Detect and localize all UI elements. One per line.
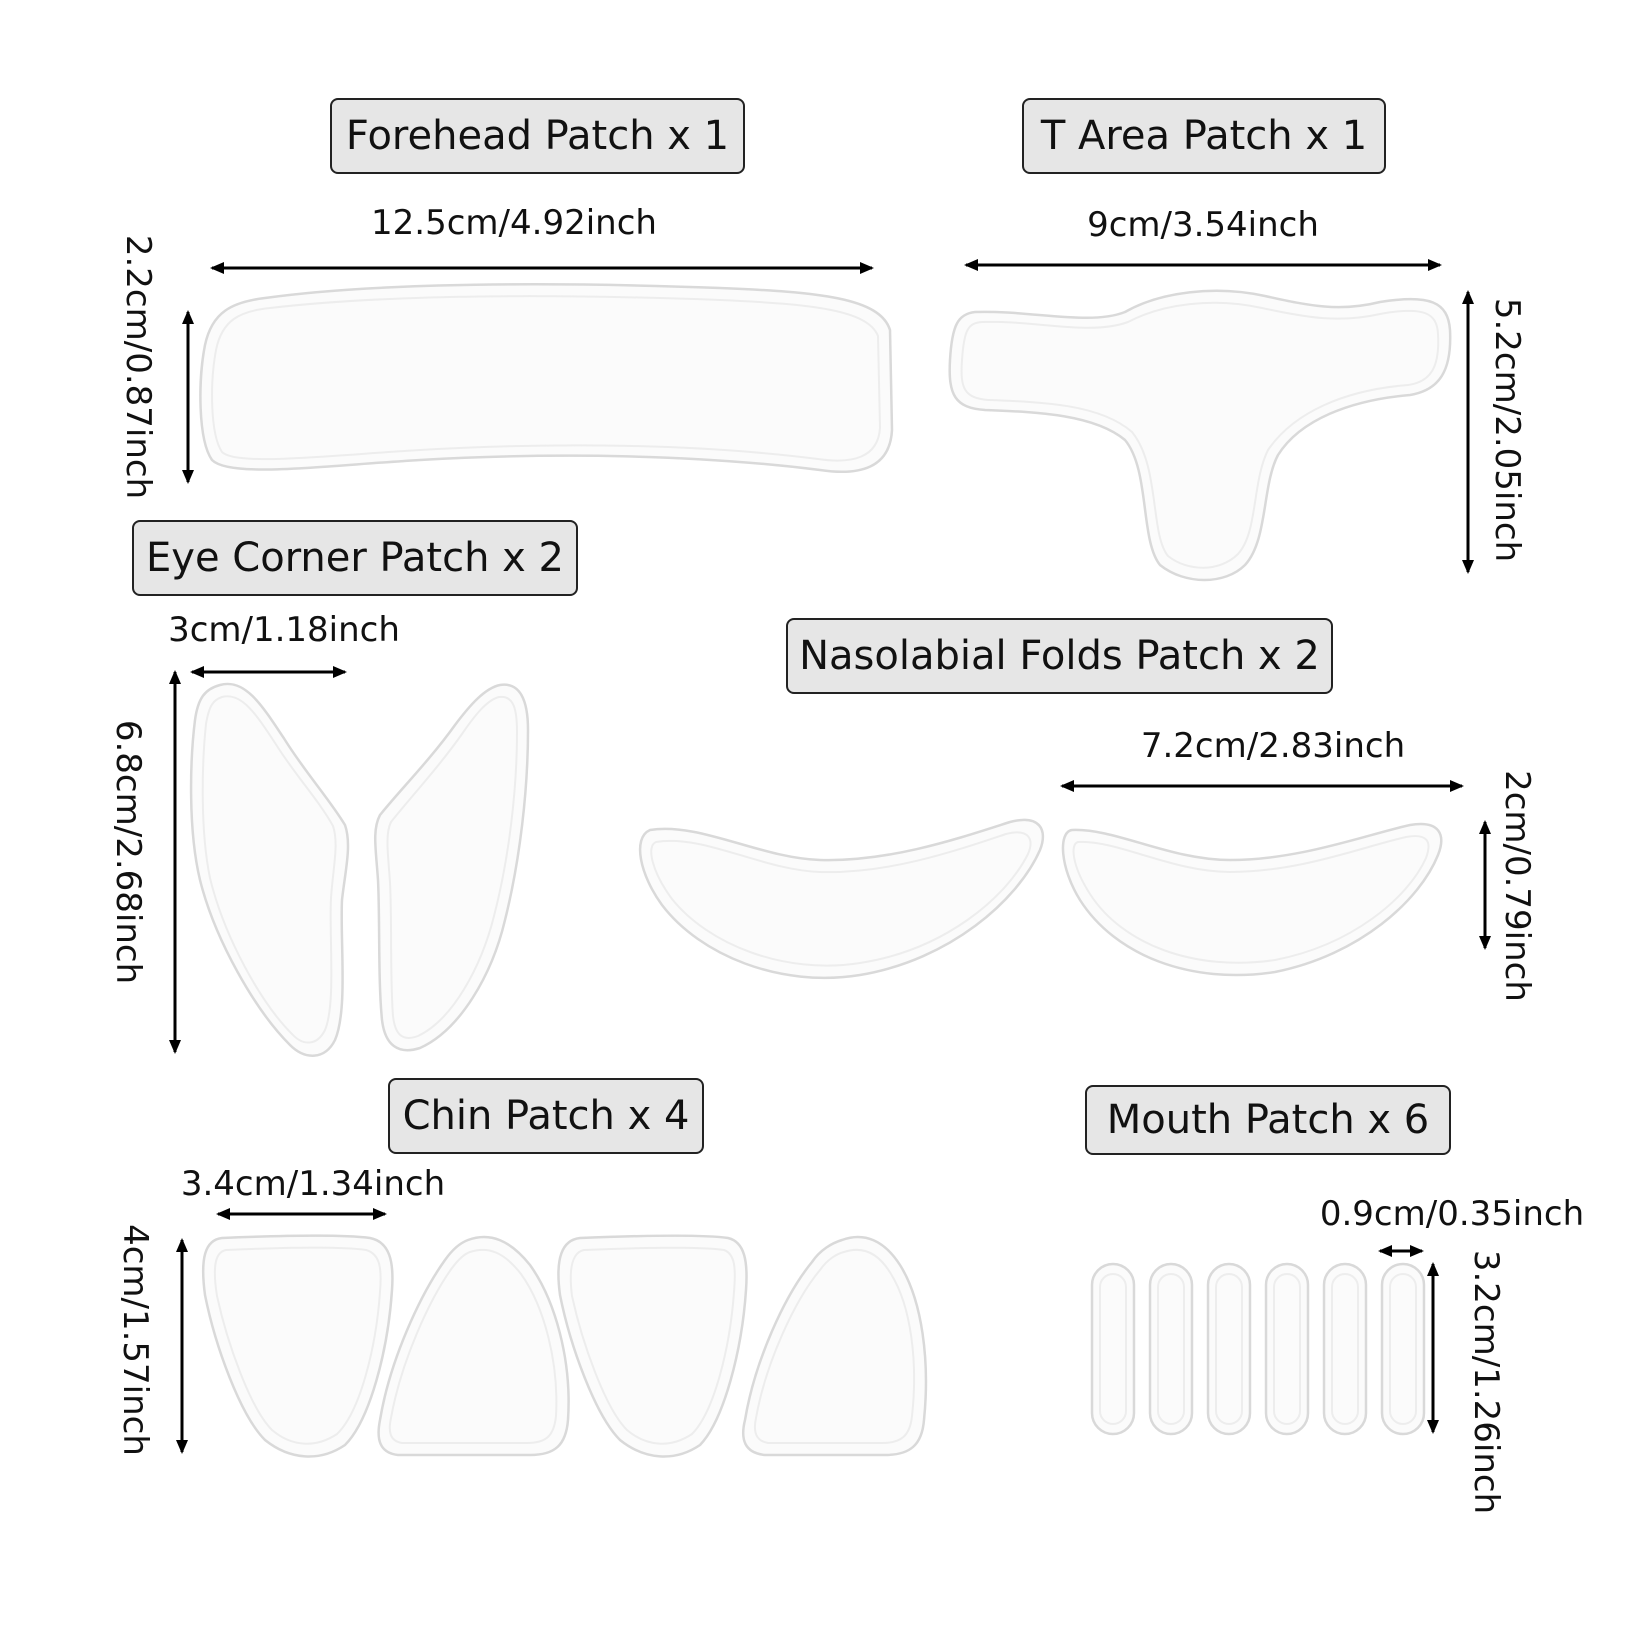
mouth-patch-5 (1322, 1262, 1368, 1436)
mouth-title: Mouth Patch x 6 (1085, 1085, 1451, 1155)
nasolabial-patch-left (638, 818, 1045, 980)
chin-title: Chin Patch x 4 (388, 1078, 704, 1154)
chin-patch-2 (377, 1235, 570, 1457)
eye-corner-patch-left (189, 682, 350, 1057)
t-area-patch (948, 289, 1452, 582)
eye-corner-patch-right (373, 683, 530, 1052)
mouth-patch-4 (1264, 1262, 1310, 1436)
chin-width-label: 3.4cm/1.34inch (180, 1164, 446, 1204)
forehead-patch (199, 283, 894, 474)
nasolabial-patch-right (1061, 822, 1443, 977)
nasolabial-title: Nasolabial Folds Patch x 2 (786, 618, 1333, 694)
mouth-patch-6 (1380, 1262, 1426, 1436)
chin-patch-3 (557, 1234, 748, 1458)
mouth-patch-3 (1206, 1262, 1252, 1436)
forehead-width-label: 12.5cm/4.92inch (371, 203, 657, 243)
eye-corner-title: Eye Corner Patch x 2 (132, 520, 578, 596)
eye-corner-width-label: 3cm/1.18inch (168, 610, 400, 650)
mouth-patch-1 (1090, 1262, 1136, 1436)
nasolabial-width-label: 7.2cm/2.83inch (1140, 726, 1406, 766)
t-area-title: T Area Patch x 1 (1022, 98, 1386, 174)
chin-patch-1 (201, 1234, 394, 1458)
t-area-width-label: 9cm/3.54inch (1087, 205, 1319, 245)
chin-patch-4 (741, 1235, 928, 1457)
mouth-patch-2 (1148, 1262, 1194, 1436)
forehead-title: Forehead Patch x 1 (330, 98, 745, 174)
mouth-width-label: 0.9cm/0.35inch (1319, 1194, 1585, 1234)
